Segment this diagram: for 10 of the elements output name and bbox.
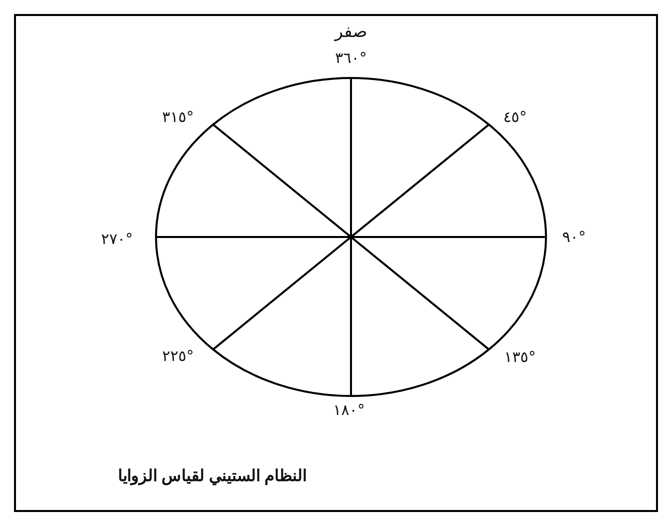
caption: النظام الستيني لقياس الزوايا (118, 467, 306, 486)
angle-label: ٩٠° (562, 228, 586, 246)
angle-label: ٣١٥° (162, 108, 194, 126)
angle-label: ٤٥° (503, 108, 527, 126)
angle-label: ٣٦٠° (335, 49, 367, 67)
angle-label: ٢٧٠° (101, 230, 133, 248)
angle-label: ١٨٠° (333, 401, 365, 419)
angle-label: ١٣٥° (504, 348, 536, 366)
zero-label: صفر (334, 22, 368, 42)
angle-label: ٢٢٥° (162, 347, 194, 365)
